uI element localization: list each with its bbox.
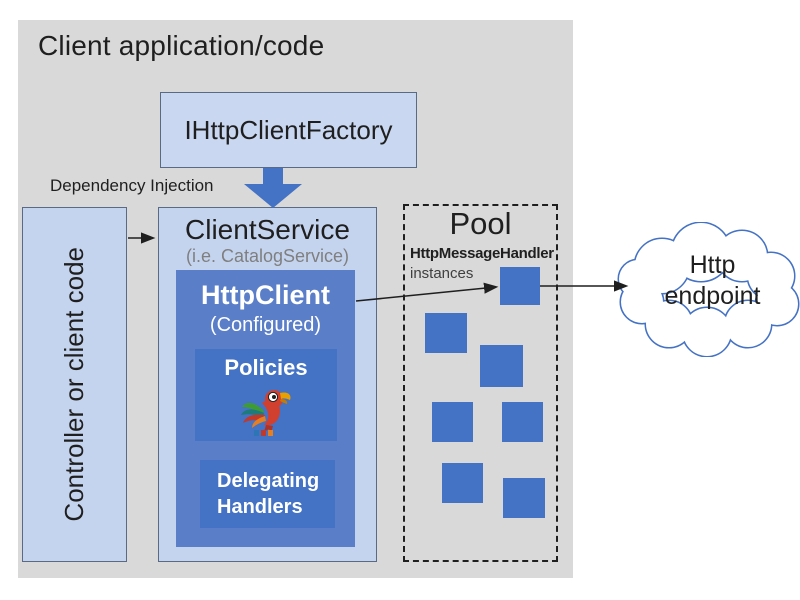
httpmessagehandler-instance xyxy=(480,345,523,387)
policies-label: Policies xyxy=(224,355,308,380)
delegating-handlers-label: Delegating Handlers xyxy=(217,470,320,518)
ihttpclientfactory-label: IHttpClientFactory xyxy=(184,114,393,145)
pool-handler-type-label: HttpMessageHandler xyxy=(410,245,554,262)
controller-label: Controller or client code xyxy=(59,247,89,522)
delegating-handlers-box: Delegating Handlers xyxy=(200,460,335,528)
pool-title: Pool xyxy=(449,206,512,241)
clientservice-title: ClientService xyxy=(185,214,350,245)
httpmessagehandler-instance xyxy=(500,267,540,305)
dependency-injection-label: Dependency Injection xyxy=(50,176,214,195)
httpmessagehandler-instance xyxy=(503,478,545,518)
polly-parrot-icon xyxy=(241,390,291,436)
pool-box: Pool HttpMessageHandler instances xyxy=(403,204,558,562)
client-application-title: Client application/code xyxy=(38,30,325,61)
httpclient-subtitle: (Configured) xyxy=(209,314,322,336)
clientservice-subtitle: (i.e. CatalogService) xyxy=(185,246,350,266)
httpmessagehandler-instance xyxy=(442,463,483,503)
ihttpclientfactory-box: IHttpClientFactory xyxy=(160,92,417,168)
httpmessagehandler-instance xyxy=(502,402,543,442)
http-endpoint-cloud xyxy=(617,222,800,357)
httpclient-title: HttpClient xyxy=(201,280,330,310)
http-endpoint-label: Http endpoint xyxy=(664,251,761,311)
policies-box: Policies xyxy=(195,349,337,441)
pool-instances-label: instances xyxy=(410,265,474,282)
httpmessagehandler-instance xyxy=(432,402,473,442)
httpmessagehandler-instance xyxy=(425,313,467,353)
controller-box: Controller or client code xyxy=(22,207,127,562)
